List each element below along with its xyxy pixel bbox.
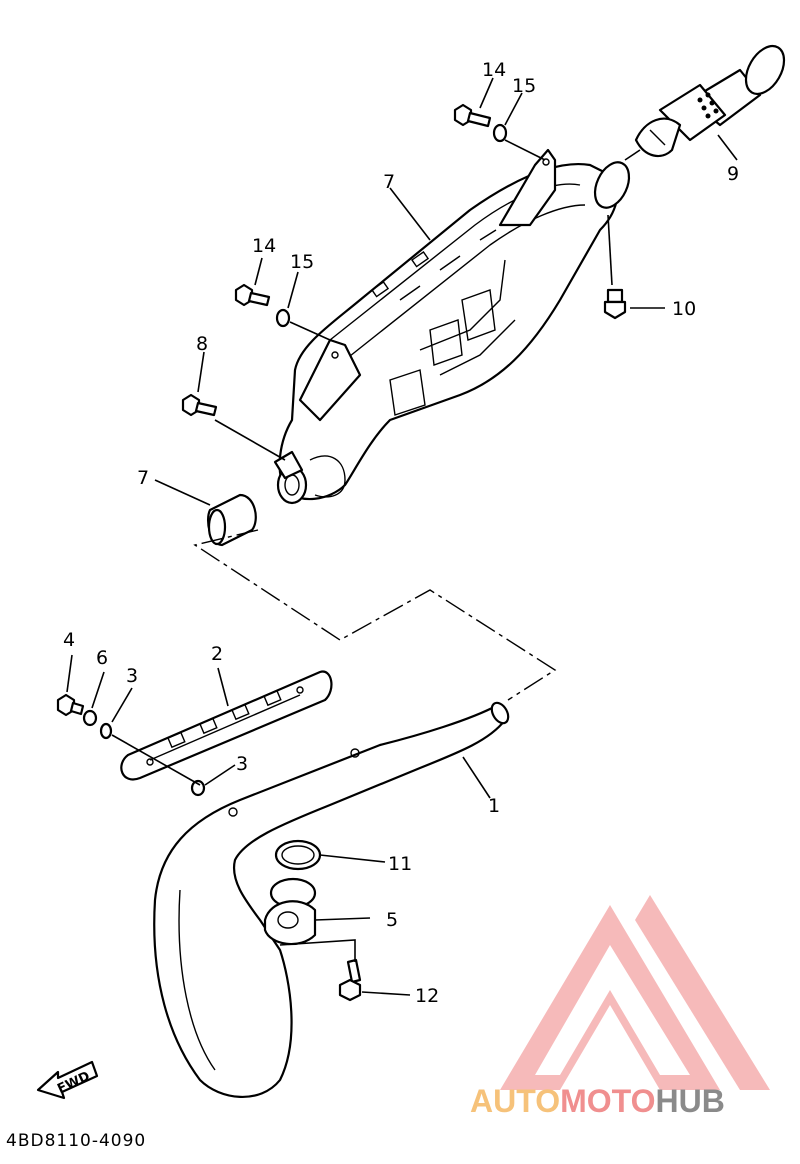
callout-3-upper: 3 <box>126 665 138 687</box>
muffler-assembly <box>273 148 631 505</box>
callout-labels: 14 15 9 7 14 15 10 8 7 4 2 6 3 3 1 11 5 … <box>63 59 739 1007</box>
callout-3-lower: 3 <box>236 753 248 775</box>
callout-5: 5 <box>386 909 398 931</box>
heat-protector <box>120 670 333 781</box>
callout-6: 6 <box>96 647 108 669</box>
watermark-logo <box>500 895 770 1090</box>
watermark-moto: MOTO <box>560 1083 655 1119</box>
callout-7: 7 <box>383 171 395 193</box>
callout-11: 10 <box>672 298 696 320</box>
fwd-arrow <box>36 1060 99 1100</box>
bolt-14-lower <box>234 283 271 307</box>
figure-code: 4BD8110-4090 <box>6 1131 146 1151</box>
drain-bolt-11 <box>603 288 627 320</box>
gasket-8 <box>206 493 257 547</box>
callout-1: 1 <box>488 795 500 817</box>
washer-6 <box>82 709 98 727</box>
callout-4: 4 <box>63 629 75 651</box>
bolt-9 <box>181 393 218 417</box>
callout-10: 9 <box>727 163 739 185</box>
leader-lines <box>66 77 738 996</box>
bolt-4 <box>56 693 85 717</box>
callout-14-lower: 14 <box>252 235 276 257</box>
washer-15-upper <box>492 123 508 143</box>
callout-13: 12 <box>415 985 439 1007</box>
watermark-hub: HUB <box>655 1083 724 1119</box>
watermark-text: AUTOMOTOHUB <box>470 1083 725 1119</box>
callout-14-upper: 14 <box>482 59 506 81</box>
watermark-auto: AUTO <box>470 1083 560 1119</box>
callout-8: 7 <box>137 467 149 489</box>
callout-15-lower: 15 <box>290 251 314 273</box>
callout-15-upper: 15 <box>512 75 536 97</box>
bolt-14-upper <box>453 103 492 128</box>
washer-15-lower <box>275 308 291 328</box>
exhaust-pipe <box>153 701 510 1099</box>
tail-cap-assembly <box>634 45 786 158</box>
callout-12: 11 <box>388 853 412 875</box>
washer-3-left <box>99 722 113 740</box>
washer-3-lower <box>190 779 206 797</box>
exhaust-flange <box>263 877 317 946</box>
assembly-line <box>193 529 557 701</box>
callout-2: 2 <box>211 643 223 665</box>
callout-9: 8 <box>196 333 208 355</box>
bolt-13 <box>338 958 362 1002</box>
